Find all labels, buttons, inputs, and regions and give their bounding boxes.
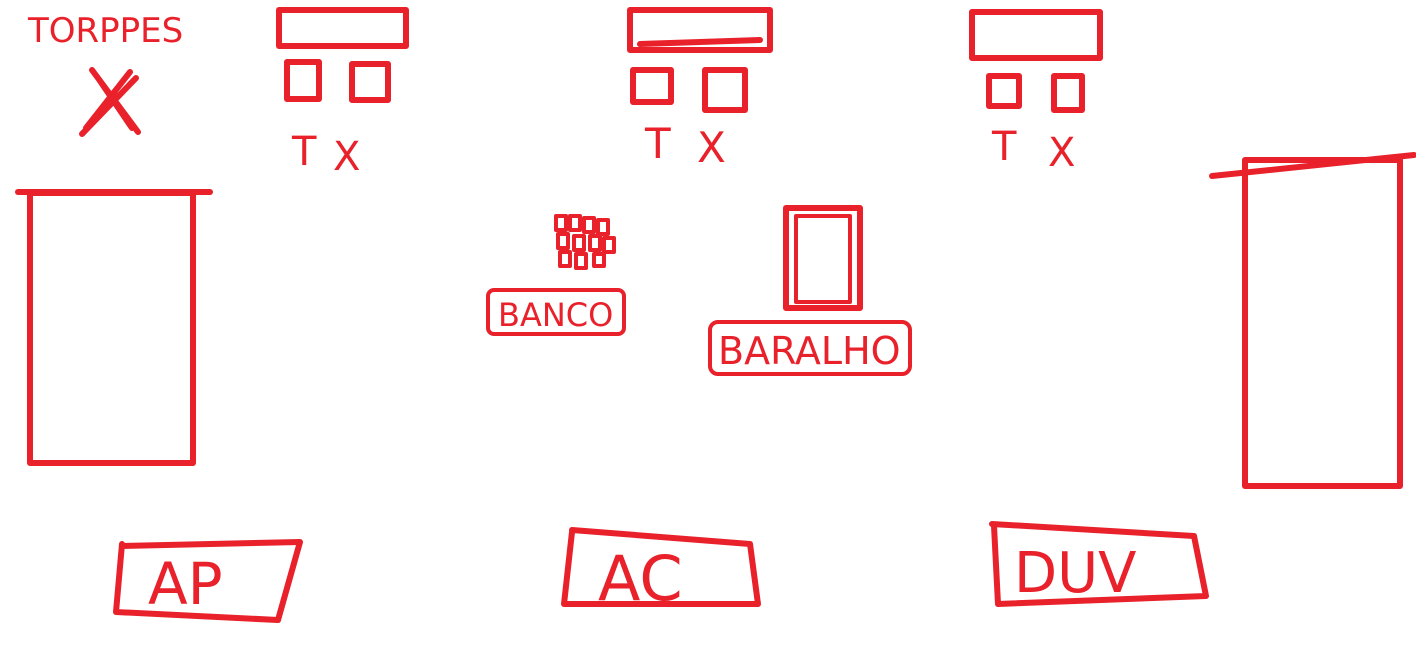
bank-label: BANCO: [498, 296, 613, 334]
player-area-2: T X: [627, 7, 773, 172]
bank-label-box: [486, 288, 626, 336]
ac-label-box: [561, 527, 761, 607]
player-3-x-slot: [1051, 73, 1085, 113]
right-player-board: [1242, 157, 1403, 489]
deck-label-box: [708, 320, 912, 376]
player-1-x-slot: [349, 61, 391, 103]
ap-label-box: [113, 539, 303, 623]
ac-label: AC: [598, 542, 683, 615]
player-1-x-label: X: [333, 134, 360, 180]
torpedoes-label: TORPPES: [27, 11, 183, 51]
player-3-x-label: X: [1048, 130, 1075, 176]
deck-card-inner: [794, 214, 852, 304]
duv-label: DUV: [1014, 541, 1136, 606]
deck-label: BARALHO: [718, 329, 901, 373]
right-player-board-top-stroke: [1209, 152, 1416, 179]
left-player-board: [27, 190, 196, 466]
deck-card: [783, 205, 863, 311]
player-2-x-slot: [702, 67, 748, 113]
player-1-t-slot: [284, 59, 322, 102]
x-icon: [79, 67, 141, 137]
player-3-card-slot: [969, 9, 1103, 61]
ap-label: AP: [148, 550, 223, 618]
player-2-card-slot-underline: [637, 37, 763, 47]
player-3-t-label: T: [991, 124, 1017, 170]
player-1-card-slot: [276, 7, 409, 49]
duv-label-box: [989, 521, 1209, 607]
player-2-t-label: T: [644, 119, 671, 168]
player-area-1: T X: [276, 7, 409, 180]
player-2-x-label: X: [697, 123, 726, 172]
player-3-t-slot: [986, 73, 1022, 109]
player-1-t-label: T: [291, 129, 317, 175]
coin-stack-icon: [554, 214, 616, 270]
player-area-3: T X: [969, 9, 1103, 176]
player-2-card-slot: [627, 7, 773, 53]
player-2-t-slot: [630, 67, 674, 105]
